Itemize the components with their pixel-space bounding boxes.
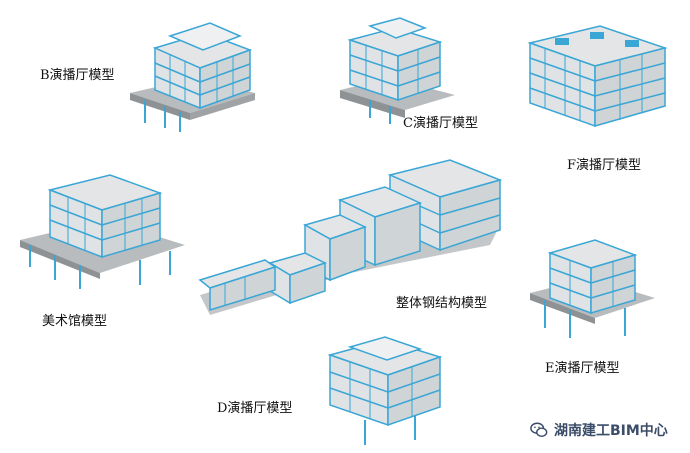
e-hall-label: E演播厅模型 <box>545 361 620 376</box>
whole-steel-label: 整体钢结构模型 <box>396 296 488 311</box>
d-hall-model-image <box>327 336 443 445</box>
wechat-icon <box>530 422 548 438</box>
c-hall-model-image <box>340 17 455 124</box>
f-hall-model-image <box>527 25 668 128</box>
b-hall-model-image <box>130 22 255 132</box>
d-hall-label: D演播厅模型 <box>217 401 293 416</box>
whole-steel-model-image <box>198 159 503 315</box>
c-hall-label: C演播厅模型 <box>403 116 478 131</box>
b-hall-label: B演播厅模型 <box>40 68 115 83</box>
watermark: 湖南建工BIM中心 <box>530 420 668 440</box>
e-hall-model-image <box>530 239 655 338</box>
f-hall-label: F演播厅模型 <box>567 158 642 173</box>
museum-label: 美术馆模型 <box>42 314 108 329</box>
watermark-text: 湖南建工BIM中心 <box>554 423 668 439</box>
museum-model-image <box>20 174 185 289</box>
